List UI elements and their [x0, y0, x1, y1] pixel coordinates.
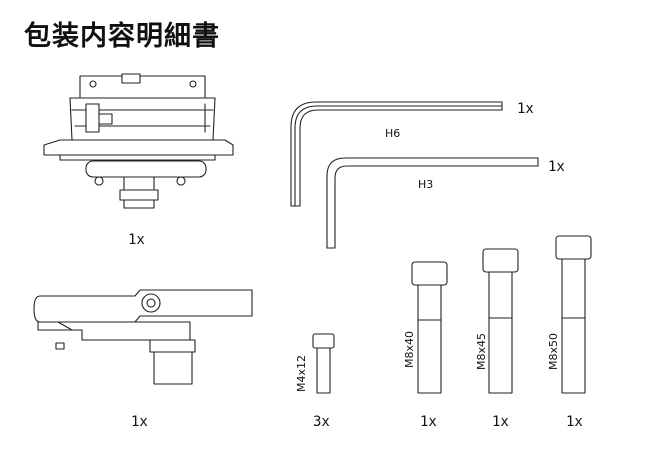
bolt-m8x50-illustration: [555, 235, 592, 394]
qty-bolt-m8x50: 1x: [566, 414, 583, 430]
qty-hex-key-h3: 1x: [548, 159, 565, 175]
bolt-m8x45-size: M8x45: [475, 333, 488, 370]
hex-key-h3-illustration: [326, 157, 539, 249]
bolt-m4x12-illustration: [312, 333, 335, 394]
hex-key-h6-illustration: [290, 101, 503, 207]
qty-quick-release: 1x: [128, 232, 145, 248]
page-title: 包装内容明細書: [24, 21, 220, 52]
hex-key-h6-size: H6: [385, 127, 400, 140]
bolt-m4x12-size: M4x12: [295, 355, 308, 392]
bolt-m8x40-illustration: [411, 261, 448, 394]
bolt-m8x45-illustration: [482, 248, 519, 394]
qty-bolt-m8x40: 1x: [420, 414, 437, 430]
qty-adapter-clamp: 1x: [131, 414, 148, 430]
bolt-m8x50-size: M8x50: [547, 333, 560, 370]
bolt-m8x40-size: M8x40: [403, 331, 416, 368]
quick-release-illustration: [43, 73, 234, 209]
hex-key-h3-size: H3: [418, 178, 433, 191]
qty-bolt-m8x45: 1x: [492, 414, 509, 430]
qty-bolt-m4x12: 3x: [313, 414, 330, 430]
adapter-clamp-illustration: [33, 289, 253, 385]
qty-hex-key-h6: 1x: [517, 101, 534, 117]
